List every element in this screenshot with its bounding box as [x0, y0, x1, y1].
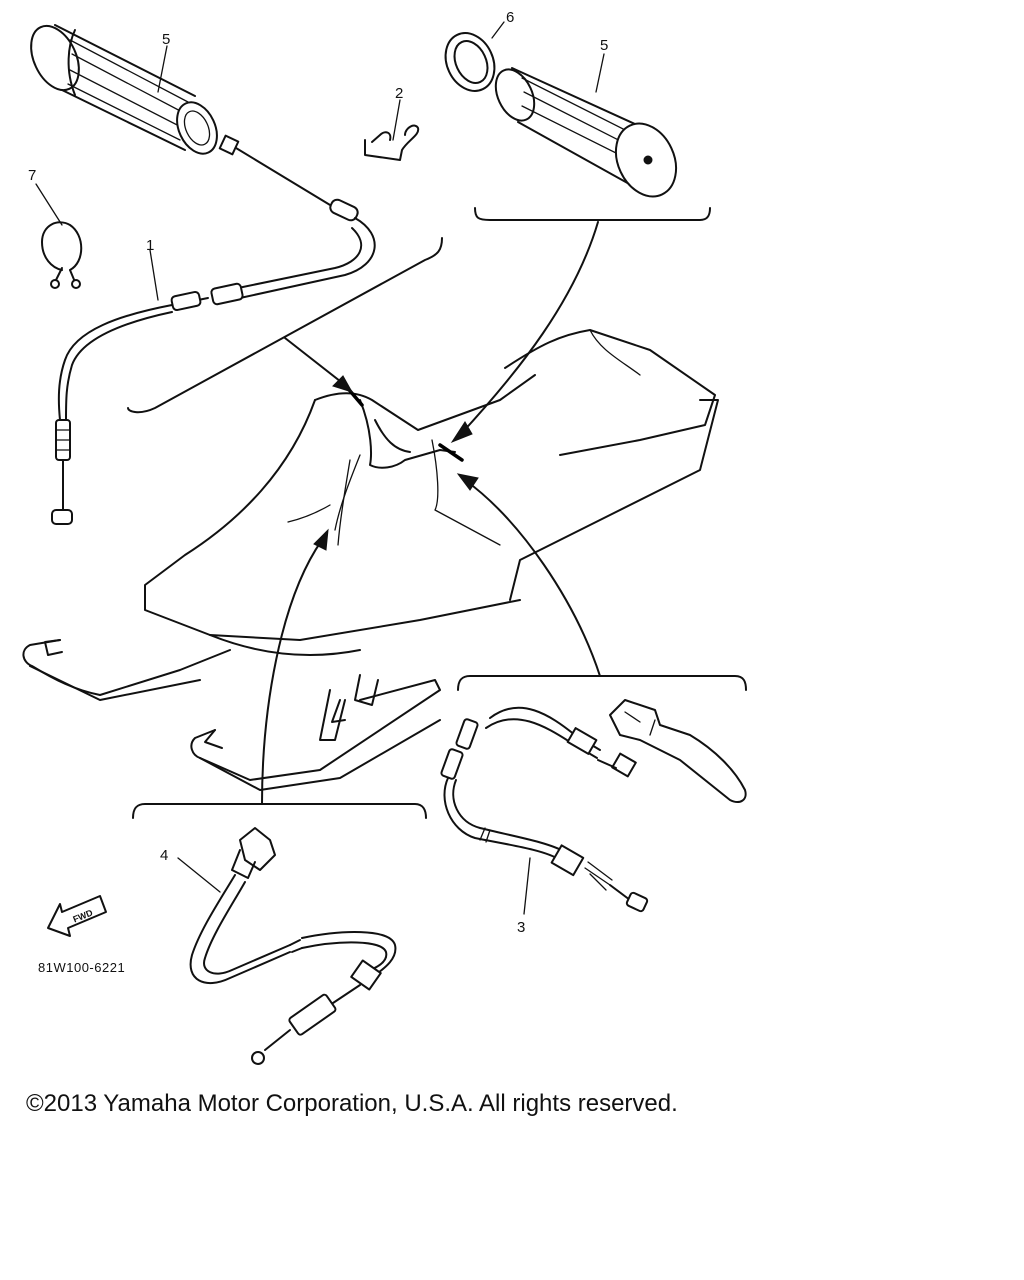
callout-3: 3	[517, 919, 525, 936]
throttle-cable	[51, 134, 376, 525]
leader-arrows	[261, 221, 601, 805]
grip-left	[30, 24, 218, 155]
handlebar	[334, 383, 464, 546]
cable-clip	[364, 124, 420, 161]
hose-clamp	[41, 221, 83, 289]
callout-leaders	[35, 21, 605, 915]
callout-7: 7	[28, 167, 36, 184]
drawing-code: 81W100-6221	[38, 960, 125, 975]
grip-right	[494, 67, 678, 198]
callout-5-right: 5	[600, 37, 608, 54]
callout-2: 2	[395, 85, 403, 102]
ring	[444, 32, 496, 92]
fwd-arrow-icon: FWD	[47, 895, 107, 937]
copyright-notice: ©2013 Yamaha Motor Corporation, U.S.A. A…	[26, 1090, 678, 1117]
snowmobile-illustration	[22, 329, 719, 791]
callout-5-left: 5	[162, 31, 170, 48]
callout-labels: 5 6 5 2 7 1 4 3	[28, 9, 608, 936]
inset-brackets	[127, 207, 747, 819]
choke-cable	[189, 827, 397, 1065]
brake-cable	[440, 706, 649, 913]
callout-4: 4	[160, 847, 168, 864]
callout-1: 1	[146, 237, 154, 254]
callout-6: 6	[506, 9, 514, 26]
brake-lever	[609, 699, 747, 803]
